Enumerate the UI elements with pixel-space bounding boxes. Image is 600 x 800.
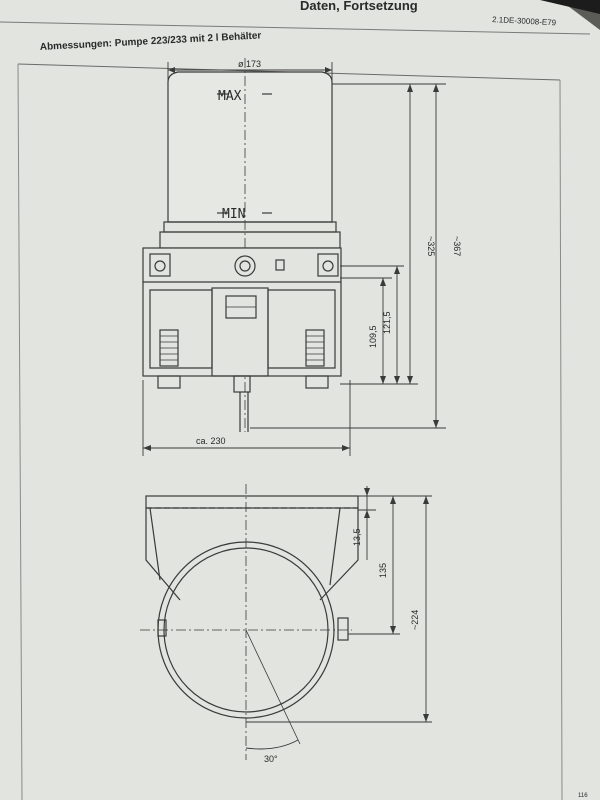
dim-diameter: ø 173 [238,59,261,69]
left-lug [157,619,167,637]
page-number: 116 [578,793,588,799]
top-dimensions [245,486,432,750]
pump-housing [142,247,342,377]
angle-line [245,629,301,745]
dim-121: 121,5 [382,311,392,334]
min-label: MIN [222,207,245,222]
dim-13: 13,5 [352,528,362,546]
left-outlet [157,375,181,389]
filler-nipple [234,255,256,277]
frame-right [559,79,563,800]
top-title: Daten, Fortsetzung [300,0,418,13]
left-fitting [149,253,171,277]
vent-screw [275,259,285,271]
dim-height-reservoir: ~325 [426,236,436,256]
right-outlet [305,375,329,389]
dim-224: ~224 [410,610,420,630]
front-view [142,58,342,432]
dim-109: 109,5 [368,325,378,348]
center-outlet [233,375,251,393]
top-view [140,484,359,760]
frame-left [17,63,23,800]
max-label: MAX [218,89,242,104]
dim-135: 135 [378,563,388,578]
front-dimensions [142,62,446,456]
dim-height-total: ~367 [452,236,462,256]
reservoir [167,71,333,223]
right-fitting [317,253,339,277]
right-lug [337,617,349,641]
dim-angle: 30° [264,754,278,764]
doc-number: 2.1DE-30008-E79 [492,15,557,27]
top-flange [145,495,359,509]
header-dark-band [420,0,600,14]
dim-width: ca. 230 [196,436,226,446]
